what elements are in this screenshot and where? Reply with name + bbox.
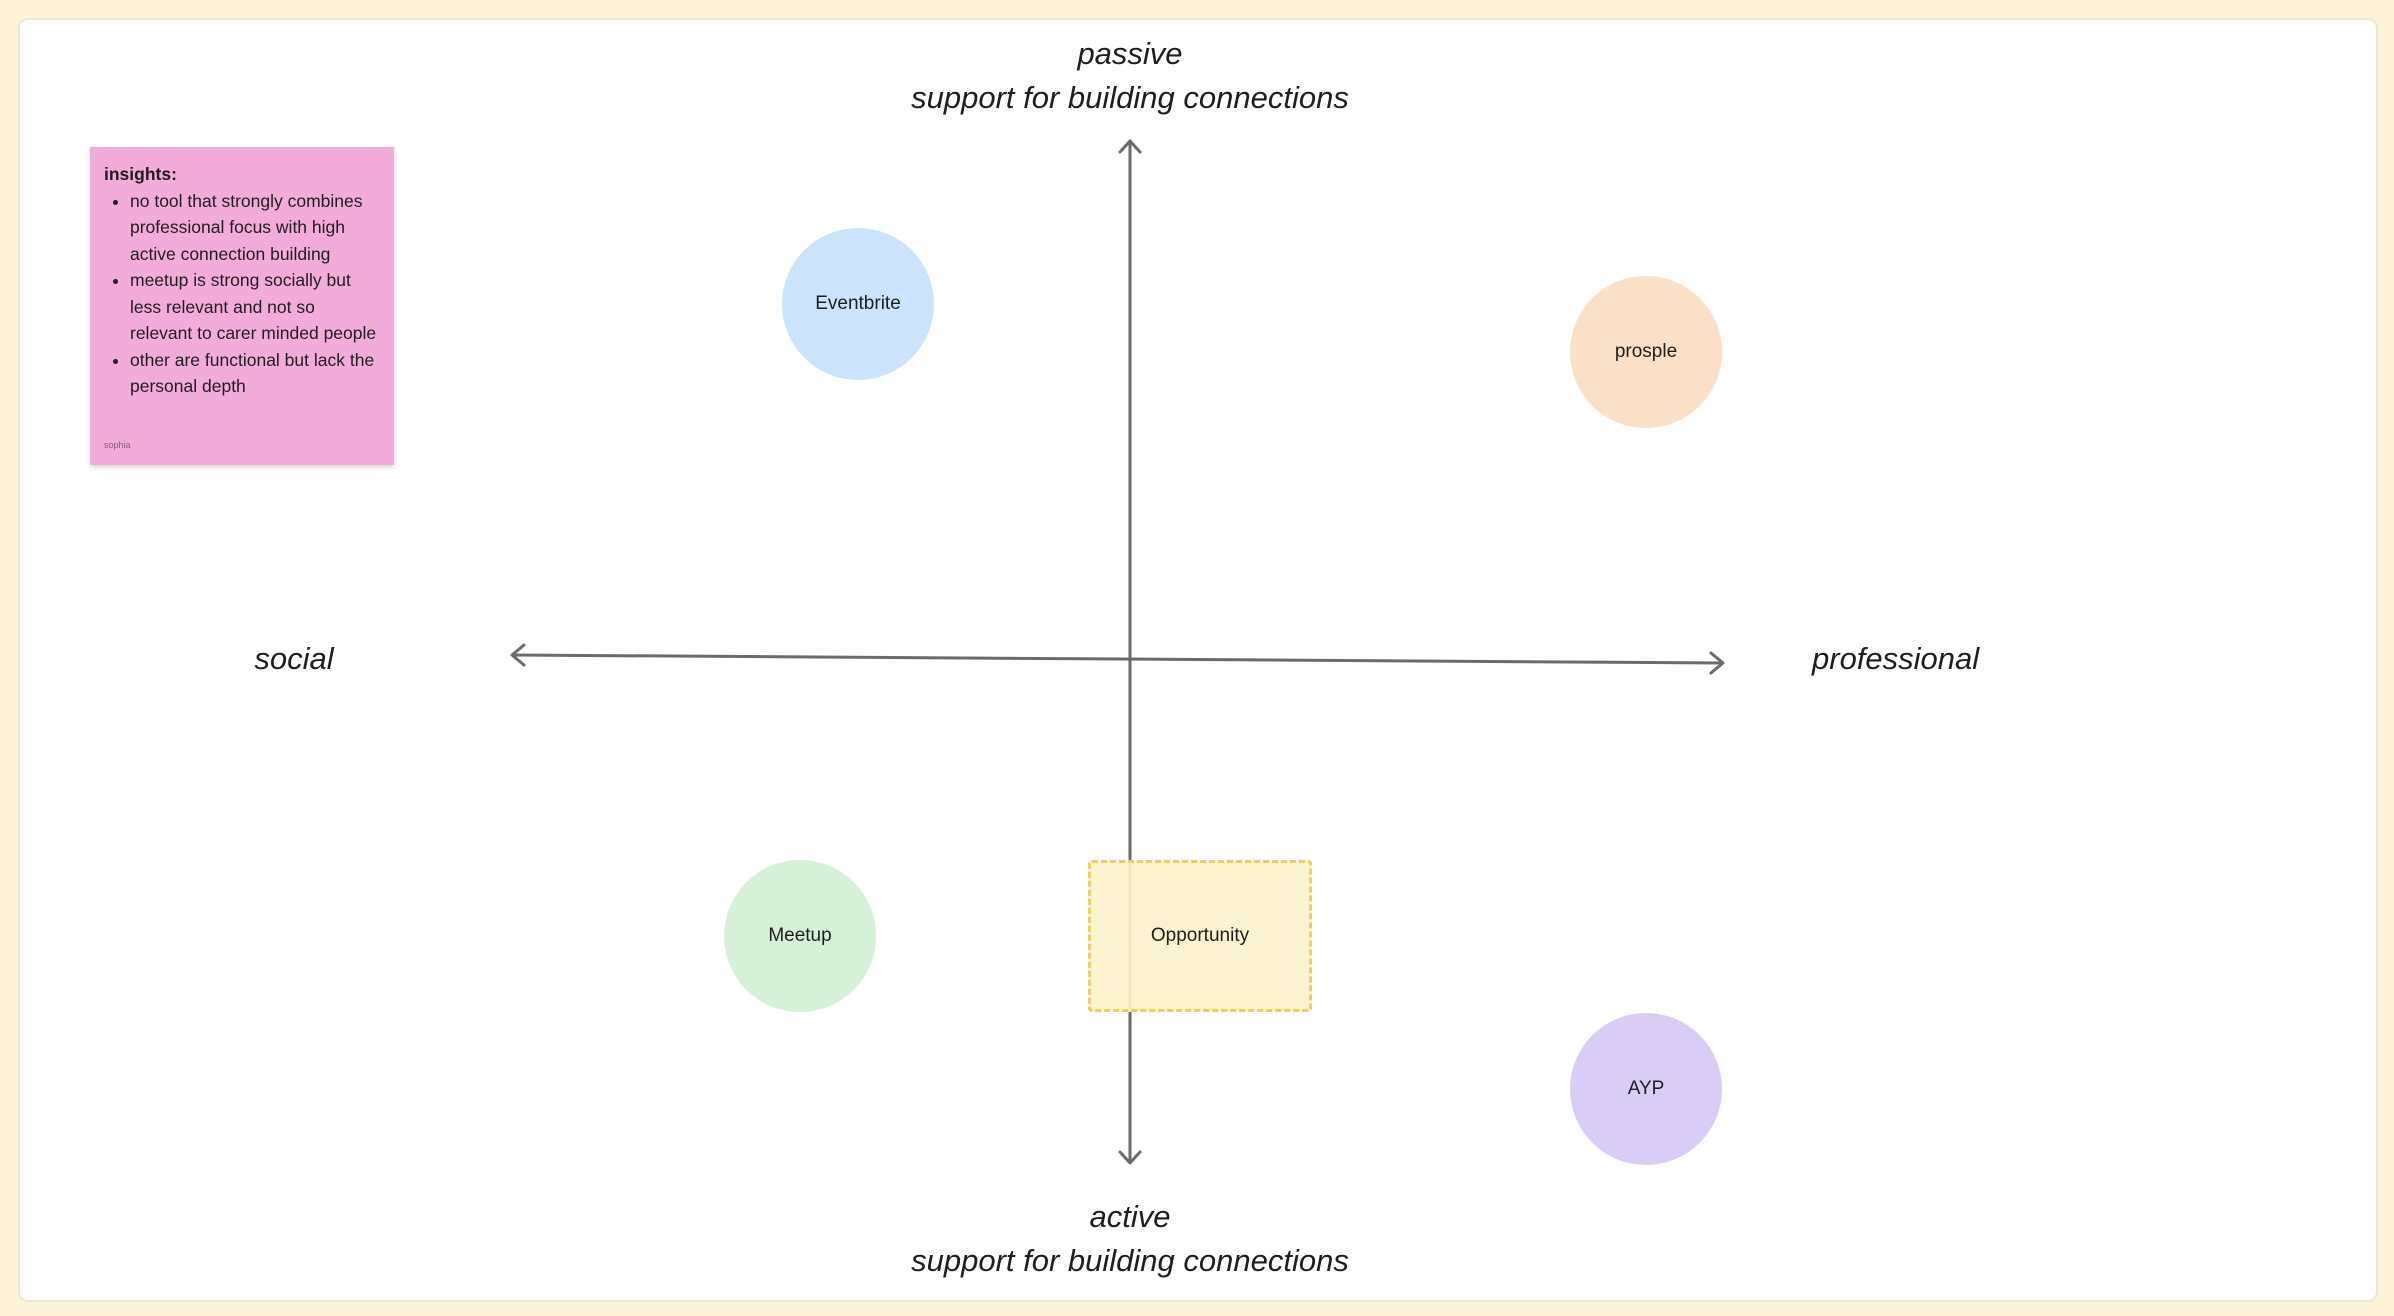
sticky-note-author: sophia [104,440,131,450]
horizontal-axis-line [511,653,1724,665]
vertical-axis-arrow-top [1118,139,1142,154]
circle-prosple[interactable]: prosple [1570,276,1722,428]
opportunity-box[interactable]: Opportunity [1088,860,1312,1012]
horizontal-axis-arrow-left [510,643,526,667]
circle-ayp[interactable]: AYP [1570,1013,1722,1165]
circle-ayp-label: AYP [1627,1078,1665,1099]
circle-prosple-label: prosple [1614,341,1678,362]
axis-label-right: professional [1812,641,1980,676]
circle-meetup-label: Meetup [768,925,832,946]
circle-eventbrite[interactable]: Eventbrite [782,228,934,380]
opportunity-label: Opportunity [1150,925,1250,946]
axis-label-left: social [254,641,334,676]
circle-meetup[interactable]: Meetup [724,860,876,1012]
axis-label-bottom-line2: support for building connections [911,1243,1349,1278]
circle-eventbrite-label: Eventbrite [815,293,901,314]
axis-label-bottom-line1: active [1089,1199,1171,1234]
vertical-axis-arrow-bottom [1118,1150,1142,1165]
sticky-note-item: no tool that strongly combines professio… [130,188,378,268]
axis-label-top: passive support for building connections [830,32,1430,120]
axis-label-bottom: active support for building connections [830,1195,1430,1283]
axis-label-top-line2: support for building connections [911,80,1349,115]
sticky-note-list: no tool that strongly combines professio… [104,188,378,400]
horizontal-axis-arrow-right [1709,651,1725,675]
sticky-note-item: other are functional but lack the person… [130,347,378,400]
sticky-note-title: insights: [104,164,177,184]
axis-label-top-line1: passive [1077,36,1183,71]
sticky-note-item: meetup is strong socially but less relev… [130,267,378,347]
sticky-note-insights[interactable]: insights: no tool that strongly combines… [90,147,394,465]
